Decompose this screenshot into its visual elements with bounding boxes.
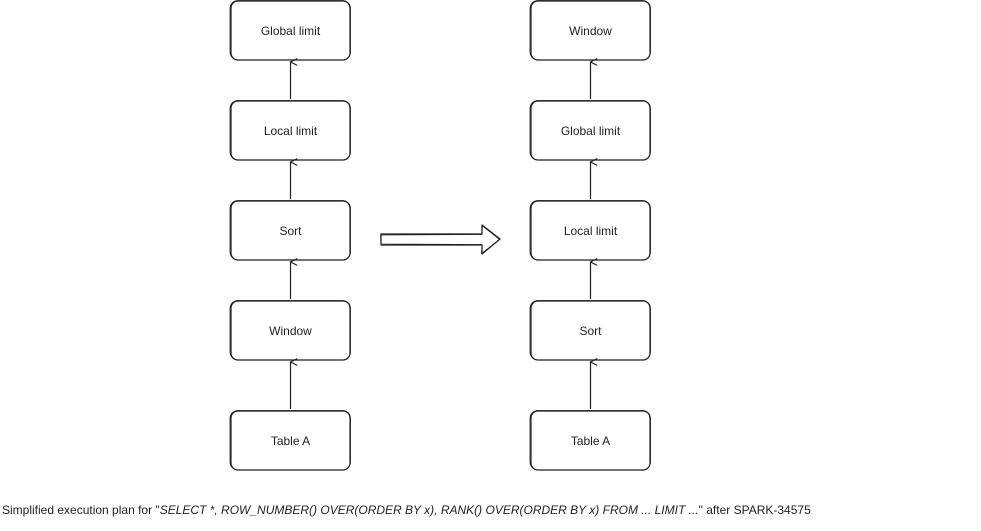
left-node-label: Table A	[271, 434, 310, 448]
caption-query: SELECT *, ROW_NUMBER() OVER(ORDER BY x),…	[159, 503, 699, 517]
caption-prefix: Simplified execution plan for "	[2, 503, 160, 517]
right-node-table-a: Table A	[529, 410, 651, 471]
left-node-local-limit: Local limit	[229, 100, 351, 161]
transform-arrow	[380, 224, 501, 255]
left-node-label: Global limit	[261, 24, 321, 38]
right-plan: Window Global limit Local limit Sort Tab…	[529, 0, 651, 471]
left-node-global-limit: Global limit	[229, 0, 351, 61]
left-plan: Global limit Local limit Sort Window Tab…	[229, 0, 351, 471]
figure-caption: Simplified execution plan for "SELECT *,…	[2, 503, 811, 517]
right-node-local-limit: Local limit	[529, 200, 651, 261]
right-node-sort: Sort	[529, 300, 651, 361]
left-node-label: Window	[269, 324, 312, 338]
right-node-label: Sort	[579, 324, 602, 338]
left-node-label: Local limit	[264, 124, 318, 138]
right-node-window: Window	[529, 0, 651, 61]
execution-plan-diagram: Global limit Local limit Sort Window Tab…	[229, 0, 651, 471]
right-node-label: Table A	[571, 434, 610, 448]
left-node-label: Sort	[279, 224, 302, 238]
right-node-label: Local limit	[564, 224, 618, 238]
right-node-label: Global limit	[561, 124, 621, 138]
left-node-table-a: Table A	[229, 410, 351, 471]
right-node-global-limit: Global limit	[529, 100, 651, 161]
right-node-label: Window	[569, 24, 612, 38]
left-node-window: Window	[229, 300, 351, 361]
caption-suffix: " after SPARK-34575	[698, 503, 811, 517]
left-node-sort: Sort	[229, 200, 351, 261]
